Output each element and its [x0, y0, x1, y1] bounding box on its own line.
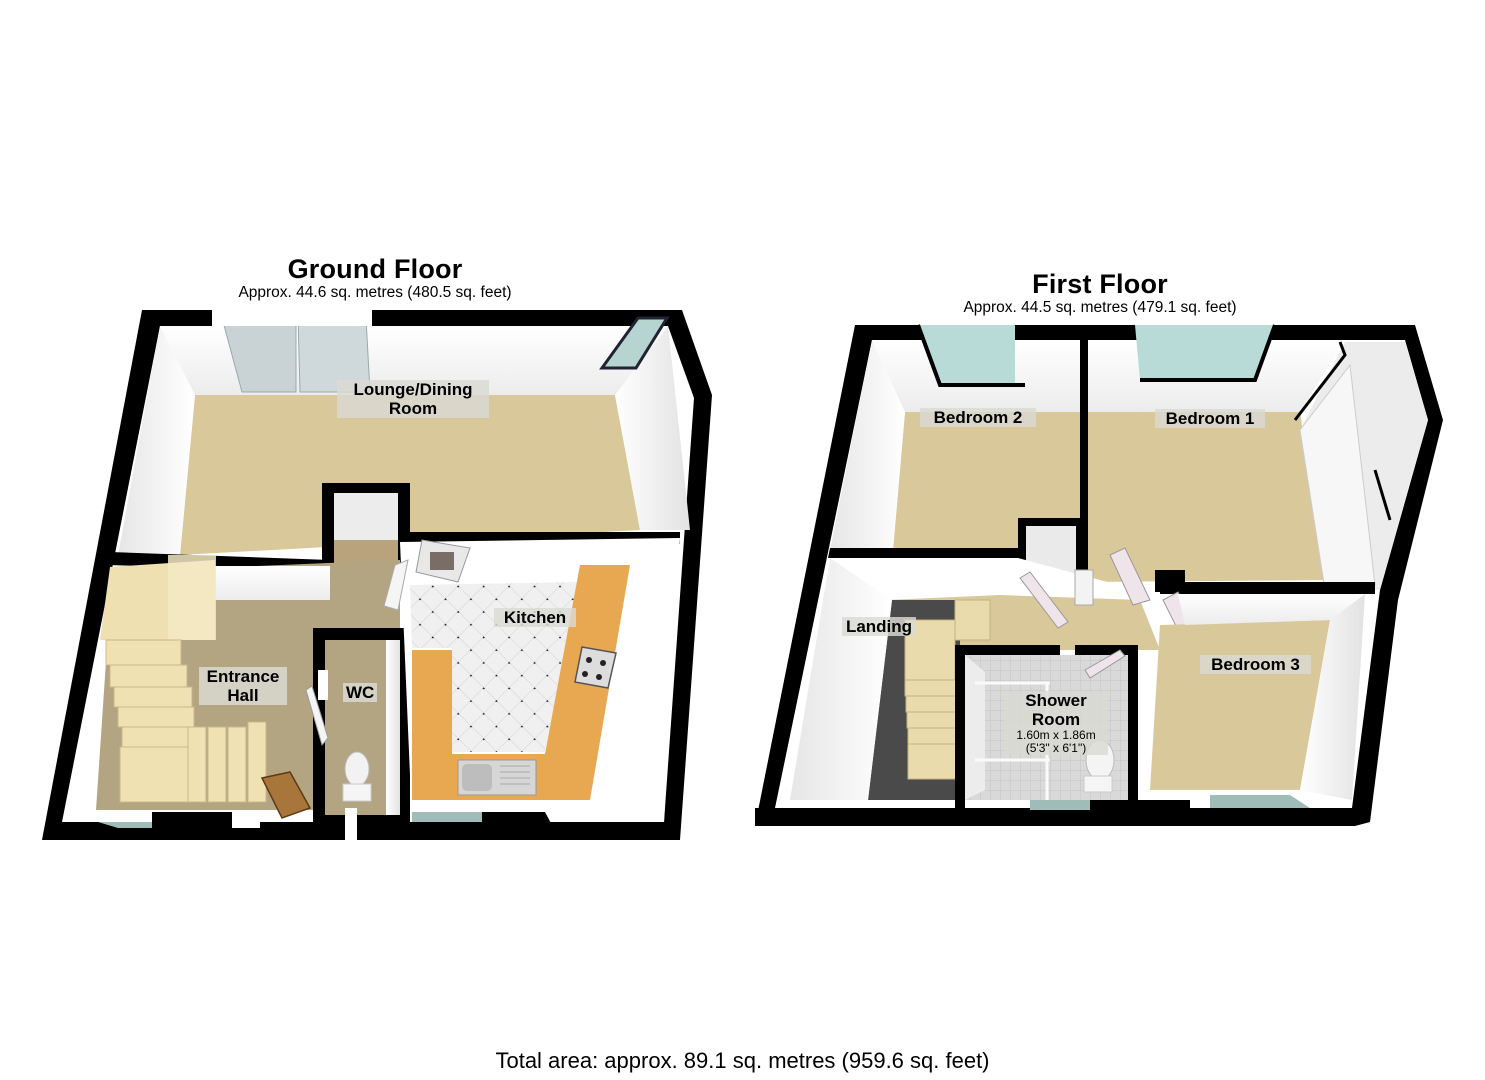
- room-label-shower-room: Shower Room 1.60m x 1.86m (5'3" x 6'1"): [1004, 691, 1108, 755]
- room-label-wc: WC: [343, 683, 377, 702]
- bedroom-1-window: [1135, 325, 1275, 380]
- room-label-bedroom-1-line1: Bedroom 1: [1165, 409, 1255, 428]
- room-label-bedroom-3-line1: Bedroom 3: [1211, 655, 1300, 674]
- room-label-bedroom-2-line1: Bedroom 2: [933, 408, 1023, 427]
- room-label-kitchen: Kitchen: [494, 608, 576, 627]
- total-area: Total area: approx. 89.1 sq. metres (959…: [495, 1048, 990, 1073]
- room-label-entrance-hall: Entrance Hall: [199, 667, 287, 705]
- lounge-floor: [180, 395, 640, 555]
- shower-room-dimensions-imperial: (5'3" x 6'1"): [1025, 741, 1087, 755]
- room-label-lounge-line2: Room: [388, 399, 438, 418]
- room-label-bedroom-1: Bedroom 1: [1155, 409, 1265, 428]
- front-door: [260, 771, 312, 819]
- room-label-shower-line1: Shower: [1025, 691, 1087, 710]
- ground-window-2: [412, 812, 482, 822]
- hob-icon: [574, 646, 617, 689]
- ground-floor-area: Approx. 44.6 sq. metres (480.5 sq. feet): [238, 284, 512, 301]
- door-bedroom-1: [1109, 547, 1151, 606]
- room-label-landing-line1: Landing: [845, 617, 913, 636]
- shower-room-dimensions-metric: 1.60m x 1.86m: [1016, 728, 1096, 742]
- bedroom-1-floor: [1088, 412, 1325, 582]
- room-label-bedroom-2: Bedroom 2: [920, 408, 1036, 427]
- room-label-entrance-line2: Hall: [227, 686, 259, 705]
- room-label-wc-line1: WC: [346, 683, 375, 702]
- room-label-lounge-line1: Lounge/Dining: [353, 380, 473, 399]
- sink-icon: [457, 759, 537, 796]
- first-floor-title: First Floor: [1032, 269, 1168, 299]
- ground-floor-heading: Ground Floor Approx. 44.6 sq. metres (48…: [200, 254, 550, 302]
- room-label-lounge: Lounge/Dining Room: [337, 380, 489, 418]
- kitchen-room: [383, 538, 680, 822]
- door-bedroom-2: [1019, 571, 1069, 629]
- room-label-landing: Landing: [842, 617, 916, 636]
- bedroom-2-window: [918, 325, 1015, 385]
- ground-window-1: [98, 822, 152, 828]
- room-label-bedroom-3: Bedroom 3: [1200, 655, 1311, 674]
- room-label-kitchen-line1: Kitchen: [503, 608, 567, 627]
- shower-window: [1030, 800, 1090, 810]
- bedroom-2-floor: [893, 412, 1080, 550]
- shower-room: [955, 645, 1138, 810]
- bedroom-3-floor: [1150, 620, 1330, 790]
- first-floor-heading: First Floor Approx. 44.5 sq. metres (479…: [930, 269, 1270, 317]
- bedroom-3-window: [1210, 795, 1310, 808]
- room-label-shower-line2: Room: [1031, 710, 1081, 729]
- room-label-entrance-line1: Entrance: [206, 667, 280, 686]
- ground-floor-title: Ground Floor: [287, 254, 463, 284]
- ground-staircase: [100, 555, 267, 803]
- wc-room: [305, 628, 410, 840]
- first-floor-area: Approx. 44.5 sq. metres (479.1 sq. feet): [963, 299, 1237, 316]
